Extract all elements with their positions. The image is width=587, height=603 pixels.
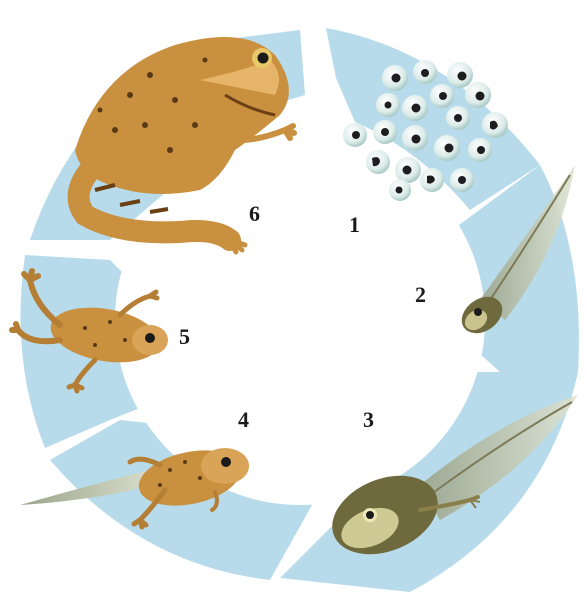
stage-label-4: 4 bbox=[238, 407, 249, 432]
stage-label-1: 1 bbox=[349, 212, 360, 237]
stage-label-5: 5 bbox=[179, 324, 190, 349]
stage-label-2: 2 bbox=[415, 282, 426, 307]
stage-label-3: 3 bbox=[363, 407, 374, 432]
stage-label-6: 6 bbox=[249, 201, 260, 226]
